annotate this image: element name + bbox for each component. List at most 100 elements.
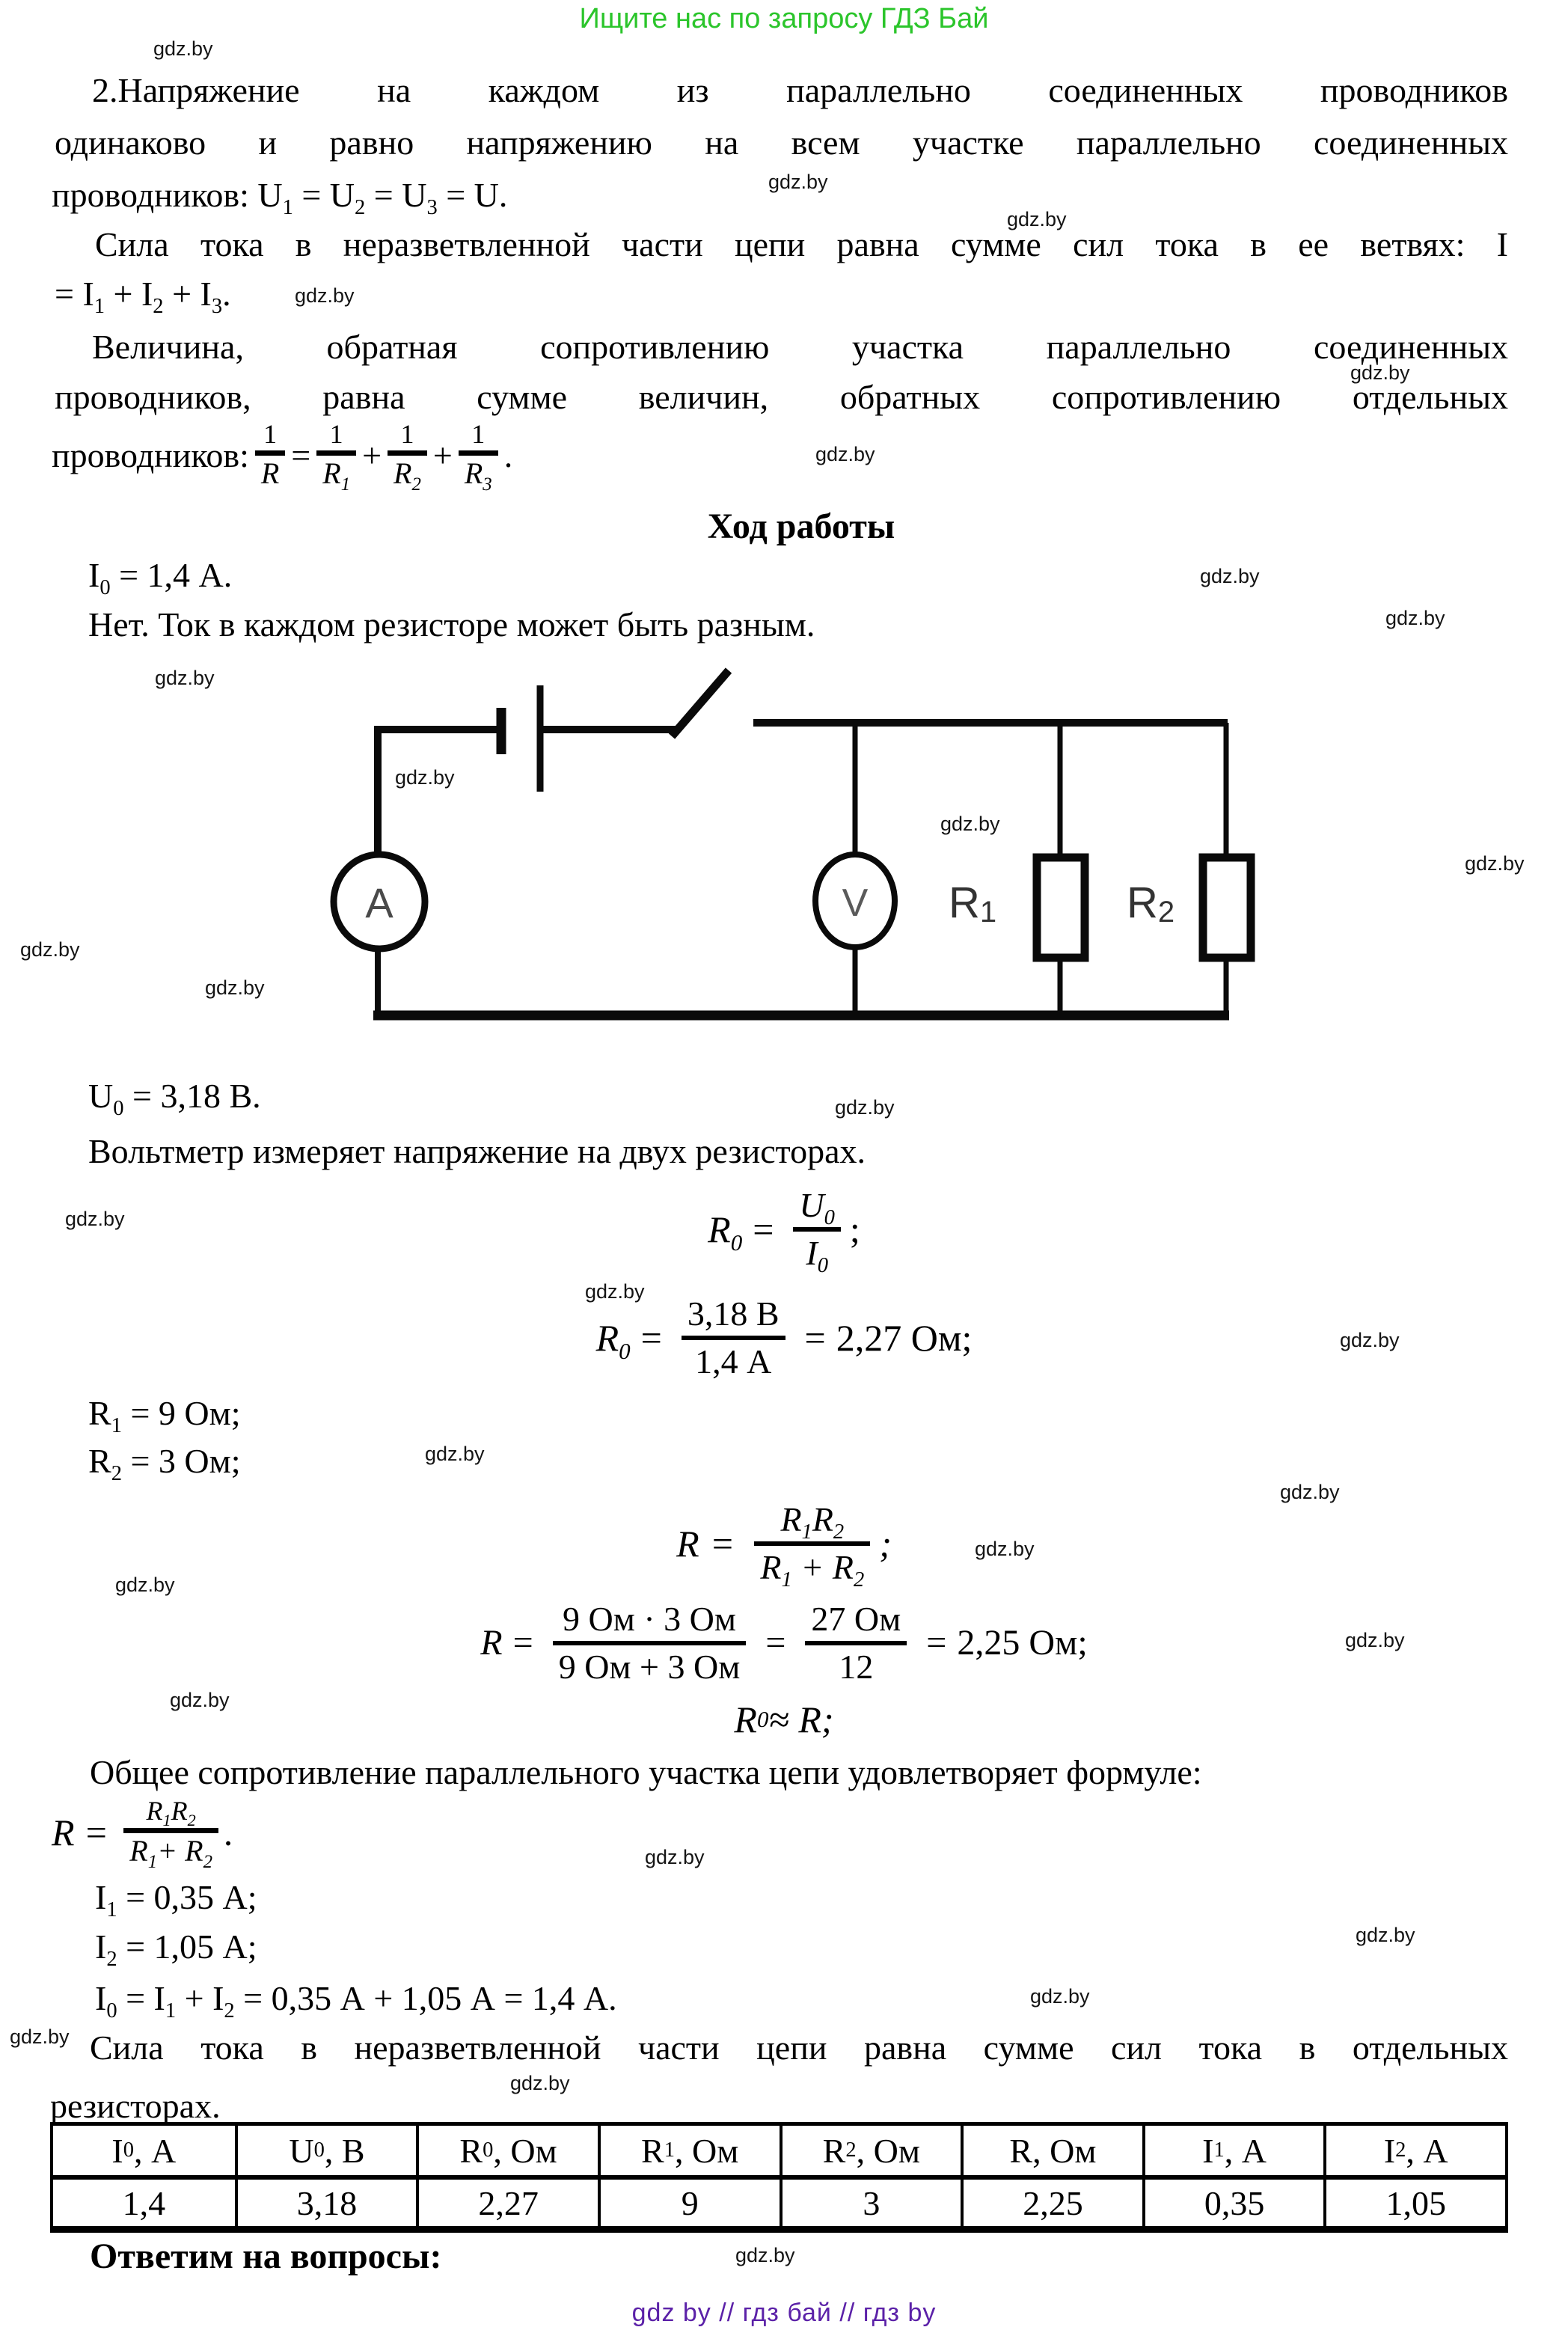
frac-r1r2-small: R1R2 R1+ R2 [123, 1796, 218, 1871]
gdz-watermark: gdz.by [155, 667, 215, 689]
table-value-cell: 1,05 [1323, 2180, 1505, 2226]
i2-value-line: I2 = 1,05 А; [95, 1927, 257, 1972]
result: 2,27 Ом; [836, 1317, 973, 1359]
frac-1-over-r1: 1 R1 [316, 419, 357, 494]
fraction-bar [123, 1827, 218, 1833]
fraction-bar [754, 1541, 871, 1546]
resistor-r1-icon [1032, 853, 1089, 962]
gdz-watermark: gdz.by [510, 2072, 570, 2094]
gdz-watermark: gdz.by [1465, 852, 1525, 875]
fraction-bar [316, 450, 357, 456]
no-answer-line: Нет. Ток в каждом резисторе может быть р… [88, 605, 815, 643]
p3-prefix: проводников: [52, 435, 249, 474]
p3-line1: Величина, обратная сопротивлению участка… [92, 328, 1508, 366]
voltmeter-label: V [842, 881, 869, 925]
gdz-watermark: gdz.by [295, 284, 355, 307]
equals-sign: = [83, 1811, 109, 1853]
current-sum-line: I0 = I1 + I2 = 0,35 А + 1,05 А = 1,4 А. [95, 1979, 617, 2023]
period: . [503, 435, 513, 474]
i1-value-line: I1 = 0,35 А; [95, 1878, 257, 1922]
total-resistance-note-line: Общее сопротивление параллельного участк… [90, 1753, 1202, 1791]
gdz-watermark: gdz.by [205, 976, 265, 999]
gdz-watermark: gdz.by [1007, 208, 1067, 230]
table-value-cell: 2,25 [961, 2180, 1142, 2226]
fraction-bar [458, 450, 498, 456]
p2-line1: Сила тока в неразветвленной части цепи р… [95, 225, 1508, 263]
gdz-watermark: gdz.by [115, 1574, 175, 1596]
gdz-watermark: gdz.by [940, 813, 1000, 835]
formula-r-def-small: R = R1R2 R1+ R2 . [52, 1793, 233, 1871]
gdz-watermark: gdz.by [65, 1208, 125, 1230]
frac-u0-i0: U0 I0 [793, 1186, 841, 1276]
gdz-watermark: gdz.by [1200, 565, 1260, 587]
wire [374, 726, 500, 854]
frac-r1r2: R1R2 R1 + R2 [754, 1500, 871, 1590]
formula-r-calc: R = 9 Ом · 3 Ом 9 Ом + 3 Ом = 27 Ом 12 =… [0, 1592, 1568, 1693]
answers-heading: Ответим на вопросы: [90, 2236, 442, 2276]
table-value-cell: 3 [779, 2180, 961, 2226]
p4-line2: резисторах. [50, 2087, 221, 2125]
gdz-watermark: gdz.by [815, 443, 875, 465]
table-value-row: 1,4 3,18 2,27 9 3 2,25 0,35 1,05 [53, 2180, 1505, 2226]
formula-r-def: R = R1R2 R1 + R2 ; [0, 1489, 1568, 1597]
gdz-watermark: gdz.by [645, 1846, 705, 1868]
gdz-watermark: gdz.by [170, 1689, 230, 1711]
result: 2,25 Ом; [957, 1623, 1088, 1663]
frac-1-over-r3: 1 R3 [458, 419, 498, 494]
reciprocal-formula: проводников: 1 R = 1 R1 + 1 R2 + 1 R3 . [52, 413, 512, 497]
fraction-bar [805, 1640, 907, 1645]
p4-line1: Сила тока в неразветвленной части цепи р… [90, 2028, 1508, 2067]
u0-value-line: U0 = 3,18 В. [88, 1077, 261, 1121]
formula-r0-def: R0 = U0 I0 ; [0, 1181, 1568, 1278]
lhs: R0 [708, 1208, 743, 1256]
i0-value-line: I0 = 1,4 А. [88, 556, 233, 600]
p1-line1: 2.Напряжение на каждом из параллельно со… [92, 71, 1508, 109]
frac-1-over-r2: 1 R2 [388, 419, 427, 494]
gdz-watermark: gdz.by [1345, 1629, 1405, 1651]
lhs: R [480, 1623, 503, 1663]
equals-sign: = [640, 1317, 662, 1359]
semicolon: ; [879, 1522, 892, 1565]
frac-27-12: 27 Ом 12 [805, 1600, 907, 1686]
gdz-watermark: gdz.by [585, 1280, 645, 1303]
frac-1-over-r: 1 R [254, 419, 286, 491]
gdz-watermark: gdz.by [1340, 1329, 1400, 1351]
table-value-cell: 2,27 [416, 2180, 598, 2226]
plus-sign: + [432, 435, 453, 474]
switch-icon [668, 667, 732, 739]
p1-line2: одинаково и равно напряжению на всем уча… [55, 123, 1508, 162]
promo-banner: Ищите нас по запросу ГДЗ Бай [579, 3, 989, 34]
r1-label: R1 [949, 878, 996, 929]
fraction-bar [254, 450, 286, 456]
footer-links: gdz by // гдз бай // гдз by [631, 2299, 937, 2327]
table-value-cell: 1,4 [122, 2183, 166, 2222]
gdz-watermark: gdz.by [1280, 1481, 1340, 1503]
battery-icon [496, 685, 544, 792]
equals-sign: = [926, 1623, 947, 1663]
fraction-bar [388, 450, 427, 456]
gdz-watermark: gdz.by [835, 1096, 895, 1119]
lhs: R [676, 1522, 699, 1565]
r1-value-line: R1 = 9 Ом; [88, 1394, 241, 1438]
formula-r0-calc: R0 = 3,18 В 1,4 А = 2,27 Ом; [0, 1282, 1568, 1393]
gdz-watermark: gdz.by [975, 1538, 1035, 1560]
fraction-bar [552, 1640, 747, 1645]
gdz-watermark: gdz.by [425, 1443, 485, 1465]
lhs: R0 [595, 1317, 631, 1364]
gdz-watermark: gdz.by [153, 37, 213, 60]
r2-value-line: R2 = 3 Ом; [88, 1442, 241, 1486]
gdz-watermark: gdz.by [1350, 361, 1410, 384]
gdz-watermark: gdz.by [1385, 607, 1445, 629]
gdz-watermark: gdz.by [395, 766, 455, 789]
p1-line3: проводников: U1 = U2 = U3 = U. [52, 176, 508, 220]
plus-sign: + [362, 435, 382, 474]
semicolon: ; [849, 1208, 860, 1250]
